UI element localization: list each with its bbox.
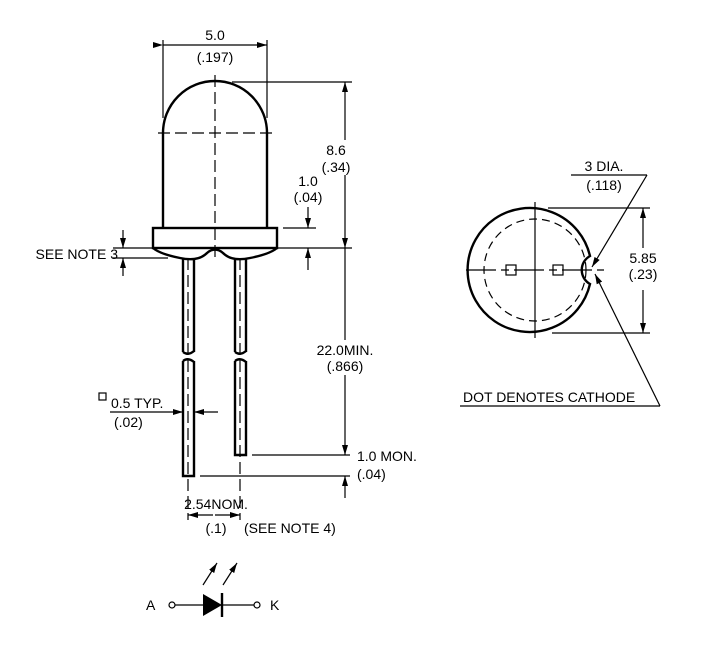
flange-mm: 1.0: [298, 173, 318, 189]
height-in: (.34): [322, 159, 351, 175]
light-arrow-icon: [222, 562, 238, 586]
cathode-lead-lower: [233, 358, 248, 457]
base-outline: [466, 206, 592, 334]
dot-dia-mm: 3 DIA.: [585, 158, 624, 174]
dim-pitch: 2.54NOM. (.1) (SEE NOTE 4): [184, 496, 336, 536]
pitch-mm: 2.54NOM.: [184, 496, 248, 512]
dim-note3: SEE NOTE 3: [36, 230, 168, 276]
cathode-label: K: [270, 597, 280, 613]
diode-triangle-icon: [203, 594, 222, 616]
dim-lead-length: 22.0MIN. (.866): [317, 248, 374, 455]
lead-length-mm: 22.0MIN.: [317, 342, 374, 358]
note3-label: SEE NOTE 3: [36, 246, 119, 262]
dim-lead-diff: 1.0 MON. (.04): [200, 448, 417, 498]
anode-lead-lower: [181, 358, 196, 478]
leads: [181, 258, 248, 520]
width-in: (.197): [197, 49, 234, 65]
dot-dia-in: (.118): [586, 177, 622, 193]
anode-label: A: [146, 597, 156, 613]
dim-width: 5.0 (.197): [153, 27, 268, 118]
anode-terminal: [168, 601, 176, 609]
dim-height: 8.6 (.34): [232, 81, 352, 249]
cathode-pin: [552, 264, 564, 276]
cathode-lead-upper: [233, 258, 248, 355]
cathode-note: DOT DENOTES CATHODE: [463, 389, 635, 405]
square-symbol-icon: [98, 392, 107, 401]
diameter-mm: 5.85: [629, 250, 656, 266]
dim-lead-size: 0.5 TYP. (.02): [98, 392, 218, 430]
led-body: [151, 75, 279, 262]
pitch-in: (.1): [206, 520, 227, 536]
note4-label: (SEE NOTE 4): [244, 520, 336, 536]
height-mm: 8.6: [326, 142, 346, 158]
lead-length-in: (.866): [327, 358, 364, 374]
light-arrow-icon: [202, 562, 218, 586]
dim-flange: 1.0 (.04): [283, 173, 322, 270]
lead-size-in: (.02): [114, 414, 143, 430]
cathode-terminal: [253, 601, 261, 609]
led-symbol: A K: [146, 562, 280, 617]
lead-diff-mm: 1.0 MON.: [357, 448, 417, 464]
lead-diff-in: (.04): [357, 466, 386, 482]
lead-size-mm: 0.5 TYP.: [111, 395, 163, 411]
width-mm: 5.0: [205, 27, 225, 43]
diameter-in: (.23): [629, 266, 658, 282]
flange-in: (.04): [294, 189, 323, 205]
anode-lead-upper: [181, 258, 196, 355]
bottom-view: 5.85 (.23) 3 DIA. (.118) DOT DENOTES CAT…: [460, 158, 661, 407]
anode-pin: [505, 264, 517, 276]
